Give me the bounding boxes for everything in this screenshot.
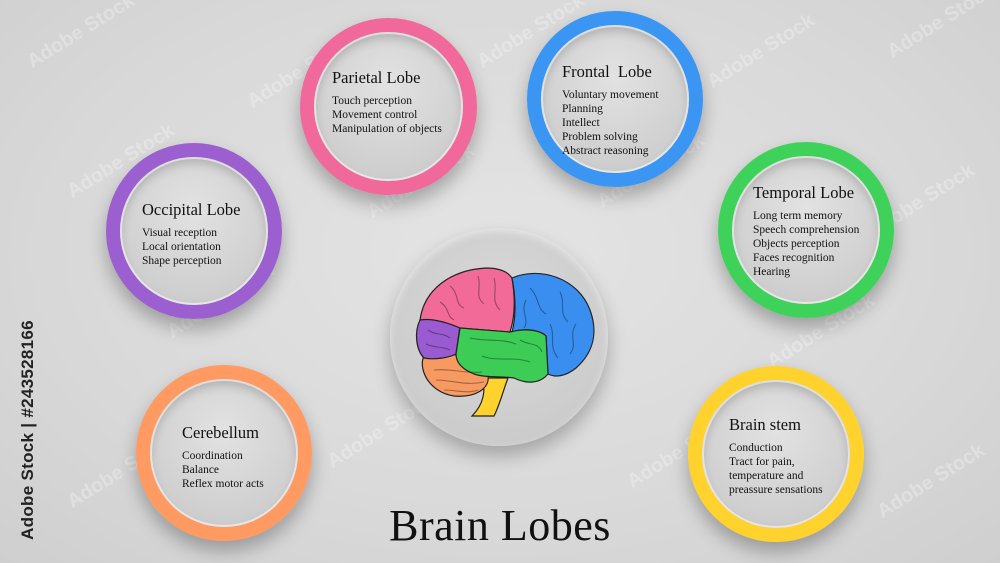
brain-gyri (425, 275, 577, 393)
lobe-function: Problem solving (562, 131, 638, 143)
lobe-title: Brain stem (729, 415, 801, 434)
lobe-title: Temporal Lobe (753, 183, 855, 202)
watermark: Adobe Stock (23, 0, 139, 73)
brain-stem-region (470, 377, 509, 417)
temporal-region (455, 327, 549, 383)
lobe-function: Touch perception (332, 95, 412, 107)
lobe-function: Faces recognition (753, 252, 835, 264)
lobe-title: Frontal Lobe (562, 62, 652, 81)
lobe-function: Speech comprehension (753, 224, 860, 236)
lobe-function: Movement control (332, 109, 418, 121)
lobe-function: Intellect (562, 117, 600, 129)
lobe-function: Hearing (753, 266, 791, 278)
cerebellum-text: Cerebellum Coordination Balance Reflex m… (182, 423, 264, 491)
lobe-function: Local orientation (142, 241, 221, 253)
lobe-function: Planning (562, 103, 603, 115)
lobe-function: preassure sensations (729, 484, 823, 496)
occipital-lobe-text: Occipital Lobe Visual reception Local or… (142, 200, 241, 268)
lobe-function: Reflex motor acts (182, 478, 264, 490)
frontal-lobe-text: Frontal Lobe Voluntary movement Planning… (562, 62, 659, 158)
lobe-function: Tract for pain, (729, 456, 795, 468)
lobe-function: temperature and (729, 470, 804, 482)
lobe-function: Voluntary movement (562, 89, 659, 101)
page-title: Brain Lobes (389, 501, 611, 550)
lobe-function: Visual reception (142, 227, 217, 239)
watermark: Adobe Stock (883, 0, 999, 63)
lobe-title: Occipital Lobe (142, 200, 241, 219)
lobe-function: Long term memory (753, 210, 843, 222)
watermark: Adobe Stock (703, 9, 819, 93)
lobe-function: Shape perception (142, 255, 222, 267)
lobe-function: Balance (182, 464, 220, 476)
lobe-function: Coordination (182, 450, 243, 462)
parietal-lobe-text: Parietal Lobe Touch perception Movement … (332, 68, 442, 136)
temporal-lobe-text: Temporal Lobe Long term memory Speech co… (753, 183, 859, 279)
stock-id-label: Adobe Stock | #243528166 (17, 320, 37, 540)
lobe-function: Manipulation of objects (332, 123, 442, 135)
lobe-function: Abstract reasoning (562, 145, 649, 157)
lobe-title: Cerebellum (182, 423, 259, 442)
lobe-function: Objects perception (753, 238, 840, 250)
brain-illustration-circle (390, 228, 608, 446)
lobe-function: Conduction (729, 442, 783, 454)
brain-stem-text: Brain stem Conduction Tract for pain, te… (729, 415, 823, 497)
lobe-title: Parietal Lobe (332, 68, 421, 87)
brain-illustration (415, 267, 595, 417)
